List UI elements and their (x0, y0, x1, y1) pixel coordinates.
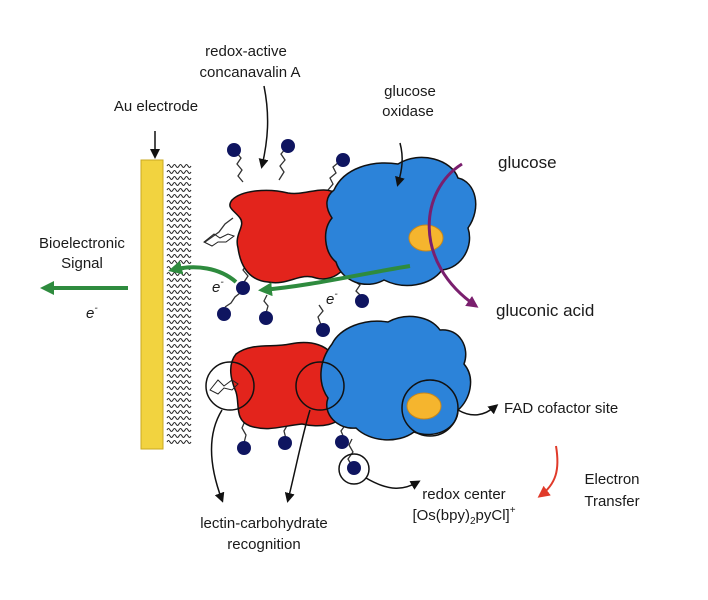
au-electrode (140, 159, 164, 450)
sam-chain (166, 416, 192, 420)
sam-chain (166, 284, 192, 288)
lectin-lower (230, 341, 343, 430)
pointer-recognition-left (210, 409, 225, 503)
sam-chain (166, 182, 192, 186)
sam-chain (166, 356, 192, 360)
sam-chain (166, 422, 192, 426)
sam-chain (166, 398, 192, 402)
sam-chain (166, 338, 192, 342)
electron-transfer-label-line1: Electron (584, 471, 639, 488)
sam-chain (166, 308, 192, 312)
sam-chain (166, 260, 192, 264)
sam-chain (166, 434, 192, 438)
sam-chain (166, 176, 192, 180)
sam-chain (166, 254, 192, 258)
recognition-label-line1: lectin-carbohydrate (200, 515, 328, 532)
electron-transfer-label-line2: Transfer (584, 493, 639, 510)
sam-chain (166, 206, 192, 210)
highlight-circles (205, 361, 459, 485)
sam-chain (166, 236, 192, 240)
sam-chain (166, 170, 192, 174)
gox-label-line2: oxidase (382, 103, 434, 120)
sam-chain (166, 386, 192, 390)
gox-label-line1: glucose (384, 83, 436, 100)
sam-chain (166, 410, 192, 414)
sam-chain (166, 368, 192, 372)
glucose-conversion-arrow (427, 162, 479, 308)
sam-chain (166, 224, 192, 228)
signal-label-line1: Bioelectronic (39, 235, 125, 252)
electron-flow-to-electrode (168, 260, 238, 284)
pointer-recognition-right (284, 409, 311, 503)
pointer-redox-center (365, 477, 421, 490)
sam-chain (166, 314, 192, 318)
sam-chain (166, 374, 192, 378)
sam-chain (166, 380, 192, 384)
sam-chain (166, 332, 192, 336)
sam-chain (166, 392, 192, 396)
sam-chain (166, 248, 192, 252)
sam-chain (166, 212, 192, 216)
lectin-label-line1: redox-active (205, 43, 287, 60)
sam-chain (166, 164, 192, 168)
sam-chain (166, 320, 192, 324)
sam-chain (166, 362, 192, 366)
pointer-fad-site (457, 404, 499, 416)
sam-chain (166, 188, 192, 192)
sam-chain (166, 230, 192, 234)
fad-site-label: FAD cofactor site (504, 400, 618, 417)
fad-cofactor-upper (408, 224, 444, 252)
electron-transfer-arrow (537, 445, 559, 498)
pointer-gox (395, 142, 405, 187)
sam-chain (166, 302, 192, 306)
redox-center-label: redox center (422, 486, 505, 503)
gluconic-acid-label: gluconic acid (496, 301, 594, 320)
sam-chain (166, 218, 192, 222)
sam-chain (166, 326, 192, 330)
signal-label-line2: Signal (61, 255, 103, 272)
sam-chain (166, 404, 192, 408)
redox-center-formula: [Os(bpy)2pyCl]+ (412, 505, 515, 527)
sam-chain (166, 350, 192, 354)
glucose-label: glucose (498, 153, 557, 172)
electron-label-gox: e- (326, 289, 338, 308)
sam-chain (166, 200, 192, 204)
sam-chain (166, 428, 192, 432)
sam-chain (166, 296, 192, 300)
sam-chain (166, 440, 192, 444)
fad-cofactor-lower (406, 392, 442, 420)
recognition-label-line2: recognition (227, 536, 300, 553)
sam-chain (166, 272, 192, 276)
lectin-upper (229, 189, 352, 284)
sam-chain (166, 194, 192, 198)
pointer-concanavalin (258, 85, 269, 169)
electron-label-signal: e- (86, 303, 98, 322)
osmium-redox-centers (217, 139, 369, 475)
lectin-label-line2: concanavalin A (200, 64, 301, 81)
electron-label-osmium: e- (212, 277, 224, 296)
au-electrode-label: Au electrode (114, 98, 198, 115)
self-assembled-monolayer (166, 164, 192, 444)
sam-chain (166, 278, 192, 282)
carbohydrate-strands (203, 233, 239, 395)
sam-chain (166, 344, 192, 348)
sam-chain (166, 290, 192, 294)
electron-flow-gox-to-osmium (258, 264, 411, 297)
sam-chain (166, 242, 192, 246)
